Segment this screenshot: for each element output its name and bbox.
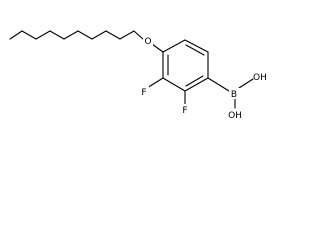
ring-bond-c5-c6: [184, 39, 209, 53]
atom-labels: O F F B OH OH: [140, 35, 267, 121]
chain-bond-6: [77, 30, 93, 40]
chain-bond-7: [91, 30, 107, 40]
hydroxyl-label-2: OH: [228, 111, 242, 121]
chain-bond-4: [49, 30, 65, 40]
b-oh-bond-1: [238, 78, 254, 89]
heptyl-chain: [9, 30, 135, 40]
fluorine-atom-label-1: F: [141, 88, 146, 98]
o-ring-bond: [151, 43, 164, 53]
o-ch2-bond: [133, 30, 145, 41]
ring-bond-c2-c3: [162, 77, 186, 92]
ring-double-bond-inner-2: [185, 75, 204, 87]
ether-bonds: [133, 30, 164, 53]
chain-bond-8: [105, 30, 121, 40]
c-f-bond-1: [146, 77, 164, 89]
chain-bond-3: [35, 30, 51, 40]
ring-double-bond-inner-1: [185, 44, 205, 56]
c-b-bond: [207, 77, 230, 92]
fluorine-atom-label-2: F: [182, 106, 187, 116]
chain-bond-2: [21, 30, 37, 40]
chain-bond-9: [119, 30, 135, 40]
chain-bond-5: [63, 30, 79, 40]
ring-bond-c1-c2: [184, 77, 209, 92]
oxygen-atom-label: O: [144, 37, 151, 47]
hydroxyl-label-1: OH: [253, 73, 267, 83]
structure-diagram: O F F B OH OH: [9, 30, 267, 121]
benzene-ring: [162, 39, 209, 92]
chain-bond-1: [9, 30, 23, 40]
ring-bond-c4-c5: [162, 39, 186, 53]
boron-atom-label: B: [231, 90, 237, 100]
substituent-bonds: [146, 77, 254, 109]
